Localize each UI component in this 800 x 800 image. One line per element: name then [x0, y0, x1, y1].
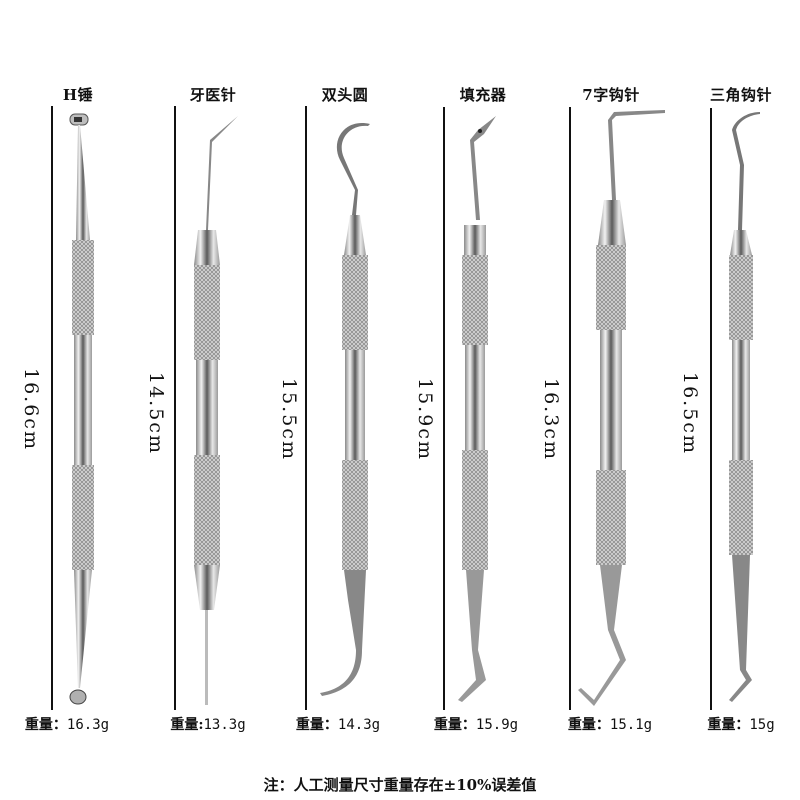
dimension-line: [710, 108, 712, 710]
dimension-line: [443, 107, 445, 710]
tool-h-hammer: [69, 113, 94, 705]
length-label: 16.3cm: [540, 378, 562, 461]
weight-value: 13.3g: [203, 717, 246, 733]
tool-name-label: 7字钩针: [582, 86, 640, 104]
weight-value: 14.3g: [337, 717, 381, 733]
weight-prefix: 重量:: [170, 717, 204, 733]
tool-name-label: 双头圆: [321, 86, 369, 104]
length-label: 15.5cm: [278, 378, 300, 461]
weight-label: 重量：15.9g: [434, 714, 518, 734]
tool-name-label: 三角钩针: [709, 86, 773, 104]
dimension-line: [51, 106, 53, 710]
weight-prefix: 重量：: [567, 717, 610, 733]
tool-triangle-hook: [729, 112, 760, 702]
length-label: 14.5cm: [145, 372, 167, 455]
weight-prefix: 重量：: [24, 717, 67, 733]
dimension-line: [305, 106, 307, 710]
tool-name-label: H锤: [62, 86, 94, 104]
weight-label: 重量：15.1g: [568, 714, 652, 734]
weight-label: 重量：16.3g: [25, 714, 109, 734]
weight-prefix: 重量：: [707, 717, 750, 733]
tool-filler: [458, 116, 496, 702]
weight-label: 重量:13.3g: [170, 714, 245, 734]
length-label: 16.5cm: [679, 372, 701, 455]
tool-7-hook: [578, 110, 665, 706]
length-label: 16.6cm: [20, 368, 42, 451]
dimension-line: [174, 106, 176, 710]
measurement-note: 注：人工测量尺寸重量存在±10%误差值: [263, 776, 537, 794]
weight-value: 15.1g: [609, 717, 653, 733]
tool-name-label: 填充器: [459, 86, 507, 104]
weight-value: 15g: [749, 717, 775, 733]
weight-prefix: 重量：: [295, 717, 338, 733]
weight-label: 重量：14.3g: [296, 714, 380, 734]
dimension-line: [569, 107, 571, 710]
tool-name-label: 牙医针: [189, 86, 237, 104]
weight-value: 15.9g: [475, 717, 519, 733]
length-label: 15.9cm: [414, 378, 436, 461]
tool-dental-needle: [194, 116, 238, 705]
weight-prefix: 重量：: [433, 717, 476, 733]
weight-label: 重量：15g: [707, 714, 774, 734]
tool-double-round: [320, 122, 370, 696]
weight-value: 16.3g: [66, 717, 110, 733]
